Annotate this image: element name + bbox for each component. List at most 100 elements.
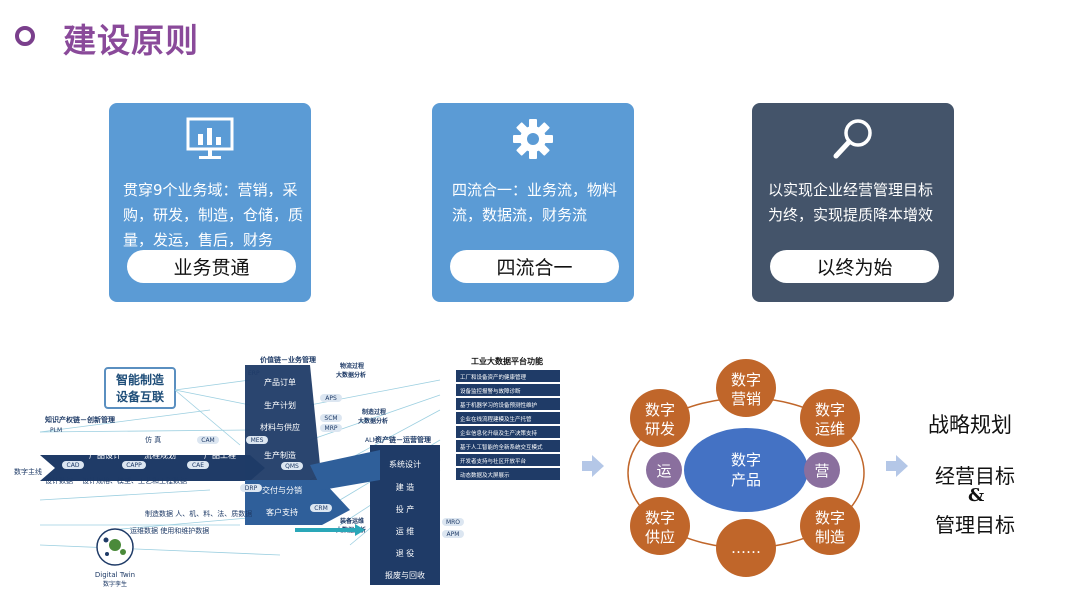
value-chain-label: 价值链－业务管理 <box>260 355 316 364</box>
op-bubble <box>804 452 840 488</box>
card-label-pill[interactable]: 业务贯通 <box>127 250 296 283</box>
card-description: 以实现企业经营管理目标为终，实现提质降本增效 <box>768 181 934 224</box>
stage-label: 产品工程 <box>204 450 236 460</box>
digital-node-label: …… <box>731 539 761 557</box>
digital-node <box>716 359 776 417</box>
tag-scm: SCM <box>324 415 337 422</box>
main-line-label: 数字主线 <box>14 467 42 476</box>
tag-apm: APM <box>447 531 460 538</box>
asset-box: 建 造 <box>396 482 415 492</box>
value-box: 交付与分销 <box>262 485 302 495</box>
card-label-pill[interactable]: 四流合一 <box>450 250 619 283</box>
digital-node-label: 供应 <box>645 528 675 546</box>
title-bullet-icon <box>15 26 35 46</box>
value-box: 产品订单 <box>264 377 296 387</box>
alm-tag: ALM <box>365 437 378 444</box>
tag-cae: CAE <box>192 462 204 469</box>
stage-label: 生产制造 <box>264 450 296 460</box>
card-description: 四流合一：业务流，物料流，数据流，财务流 <box>452 181 618 224</box>
platform-title: 工业大数据平台功能 <box>471 356 543 366</box>
platform-item <box>456 454 560 466</box>
analysis-logistics-2: 大数据分析 <box>336 371 366 379</box>
brand-line1: 智能制造 <box>115 372 165 387</box>
digital-node-label: 营销 <box>731 390 761 408</box>
platform-item <box>456 398 560 410</box>
page-title: 建设原则 <box>63 21 199 60</box>
mfg-data-label: 制造数据 人、机、料、法、质数据 <box>145 509 252 518</box>
digital-thread-band <box>40 455 265 481</box>
tag-mro: MRO <box>446 519 460 526</box>
value-box: 生产计划 <box>264 400 296 410</box>
platform-item <box>456 426 560 438</box>
tag-cam: CAM <box>201 437 214 444</box>
platform-item <box>456 384 560 396</box>
monitor-chart-icon <box>109 115 311 163</box>
platform-item-label: 动态数据及大屏展示 <box>460 471 510 479</box>
platform-item-label: 工厂和设备资产的健康管理 <box>460 373 527 381</box>
platform-item-label: 企业信息化升级及生产决策支持 <box>460 429 538 437</box>
platform-list: 工厂和设备资产的健康管理设备监控报警与故障诊断基于机器学习的设备预测性维护企业在… <box>456 370 560 480</box>
ops-bubble-label: 运 <box>656 462 671 480</box>
center-line1: 数字 <box>731 451 761 469</box>
card-four-flows: 四流合一：业务流，物料流，数据流，财务流 四流合一 <box>432 103 634 302</box>
value-box: 客户支持 <box>266 507 298 517</box>
magnifier-icon <box>752 115 954 163</box>
value-box: 材料与供应 <box>260 422 300 432</box>
digital-node <box>800 389 860 447</box>
platform-item <box>456 370 560 382</box>
tag-drp: DRP <box>245 485 258 492</box>
digital-node-label: 运维 <box>815 420 845 438</box>
card-business-integration: 贯穿9个业务域：营销，采购，研发，制造，仓储，质量，发运，售后，财务 业务贯通 <box>109 103 311 302</box>
asset-box: 退 役 <box>396 548 415 558</box>
tag-aps: APS <box>325 395 337 402</box>
arrow-right-icon <box>886 455 908 477</box>
design-data-detail: 设计规格、模型、工艺和工程数据 <box>82 476 187 485</box>
stage-label: 产品设计 <box>89 450 121 460</box>
brand-box <box>104 367 176 409</box>
card-label-pill[interactable]: 以终为始 <box>770 250 939 283</box>
asset-box: 报废与回收 <box>385 570 425 580</box>
erp-tag: ERP <box>248 370 260 377</box>
tag-mrp: MRP <box>325 425 338 432</box>
analysis-equipment: 装备运维 <box>339 517 364 525</box>
digital-node-label: 研发 <box>645 420 675 438</box>
digital-node <box>716 519 776 577</box>
goal-management: 管理目标 <box>935 513 1015 537</box>
digital-node-label: 数字 <box>815 401 845 419</box>
goal-operating: 经营目标 <box>935 464 1015 488</box>
analysis-mfg-2: 大数据分析 <box>358 417 388 425</box>
digital-node <box>800 497 860 555</box>
goal-amp: & <box>968 485 985 506</box>
merge-band <box>310 450 380 490</box>
analysis-logistics: 物流过程 <box>340 362 364 370</box>
card-description: 贯穿9个业务域：营销，采购，研发，制造，仓储，质量，发运，售后，财务 <box>123 181 304 249</box>
delivery-band <box>245 480 350 525</box>
platform-item <box>456 468 560 480</box>
digital-node-label: 制造 <box>815 528 845 546</box>
analysis-mfg: 制造过程 <box>362 408 386 416</box>
plm-tag: PLM <box>50 427 62 434</box>
stage-label: 流程规划 <box>144 450 176 460</box>
tag-cad: CAD <box>67 462 80 469</box>
platform-item-label: 开发者支持与社区开放平台 <box>460 457 527 465</box>
industrial-bigdata-diagram: 智能制造 设备互联 产品设计 流程规划 产品工程 生产制造 产品订单 生产计划 … <box>14 355 560 588</box>
ops-bubble <box>646 452 682 488</box>
center-line2: 产品 <box>731 471 761 489</box>
digital-node-label: 数字 <box>815 509 845 527</box>
digital-node <box>630 389 690 447</box>
tag-qms: QMS <box>285 463 299 470</box>
platform-item-label: 企业在线流程建模及生产托管 <box>460 415 532 423</box>
sim-label: 仿 真 <box>145 435 161 444</box>
platform-item-label: 设备监控报警与故障诊断 <box>460 387 521 395</box>
digital-node-label: 数字 <box>731 371 761 389</box>
asset-box: 系统设计 <box>389 459 421 469</box>
asset-box: 投 产 <box>396 504 415 514</box>
tag-capp: CAPP <box>126 462 142 469</box>
ops-data-label: 运维数据 使用和维护数据 <box>130 526 209 535</box>
digital-node-label: 数字 <box>645 401 675 419</box>
asset-chain-label: 资产链－运营管理 <box>375 435 431 444</box>
center-ellipse <box>684 428 808 512</box>
tag-mes: MES <box>251 437 264 444</box>
arrow-right-icon <box>582 455 604 477</box>
